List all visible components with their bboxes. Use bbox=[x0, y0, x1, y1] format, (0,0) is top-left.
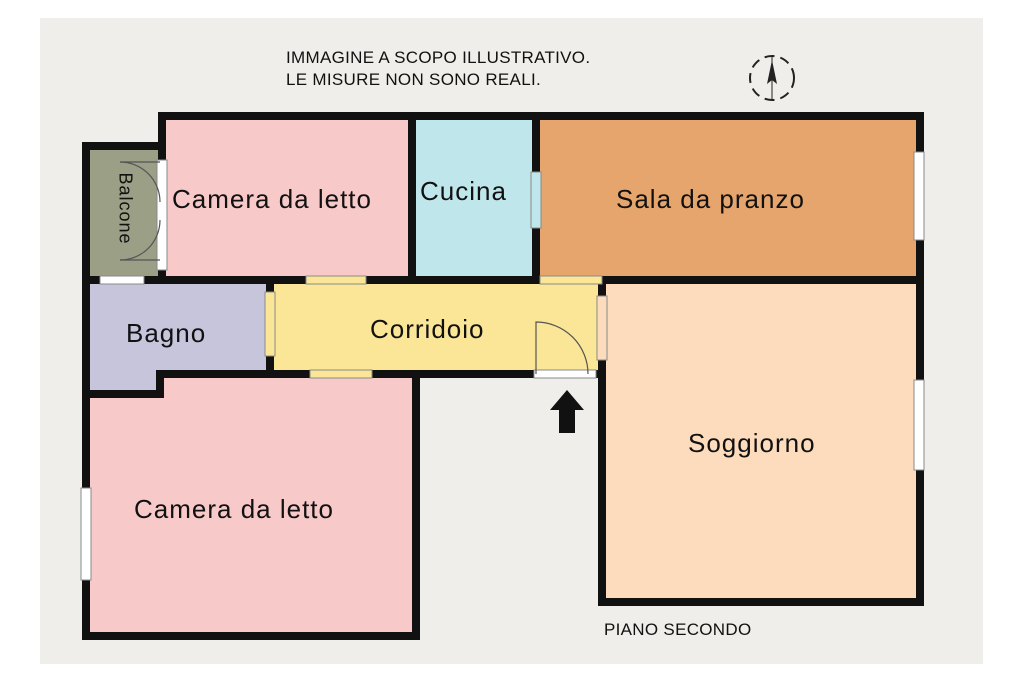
disclaimer-line-2: LE MISURE NON SONO REALI. bbox=[286, 70, 541, 89]
entrance-arrow-icon bbox=[550, 390, 584, 433]
door-swings bbox=[119, 161, 589, 375]
room-corridoio bbox=[270, 282, 602, 374]
label-bagno: Bagno bbox=[126, 318, 207, 348]
label-camera-bottom: Camera da letto bbox=[134, 494, 334, 524]
label-sala-pranzo: Sala da pranzo bbox=[616, 184, 805, 214]
compass-icon bbox=[749, 55, 795, 101]
disclaimer-line-1: IMMAGINE A SCOPO ILLUSTRATIVO. bbox=[286, 48, 591, 67]
room-camera-bottom bbox=[86, 374, 416, 636]
room-sala-pranzo bbox=[536, 116, 920, 280]
floor-label: PIANO SECONDO bbox=[604, 620, 752, 639]
room-camera-top bbox=[162, 116, 412, 278]
label-corridoio: Corridoio bbox=[370, 314, 485, 344]
label-soggiorno: Soggiorno bbox=[688, 428, 816, 458]
label-cucina: Cucina bbox=[420, 176, 507, 206]
label-balcone: Balcone bbox=[115, 172, 136, 245]
room-balcone bbox=[86, 146, 162, 278]
room-soggiorno bbox=[602, 282, 920, 602]
room-cucina bbox=[412, 116, 536, 278]
room-bagno bbox=[86, 282, 270, 392]
windows bbox=[80, 151, 925, 581]
label-camera-top: Camera da letto bbox=[172, 184, 372, 214]
